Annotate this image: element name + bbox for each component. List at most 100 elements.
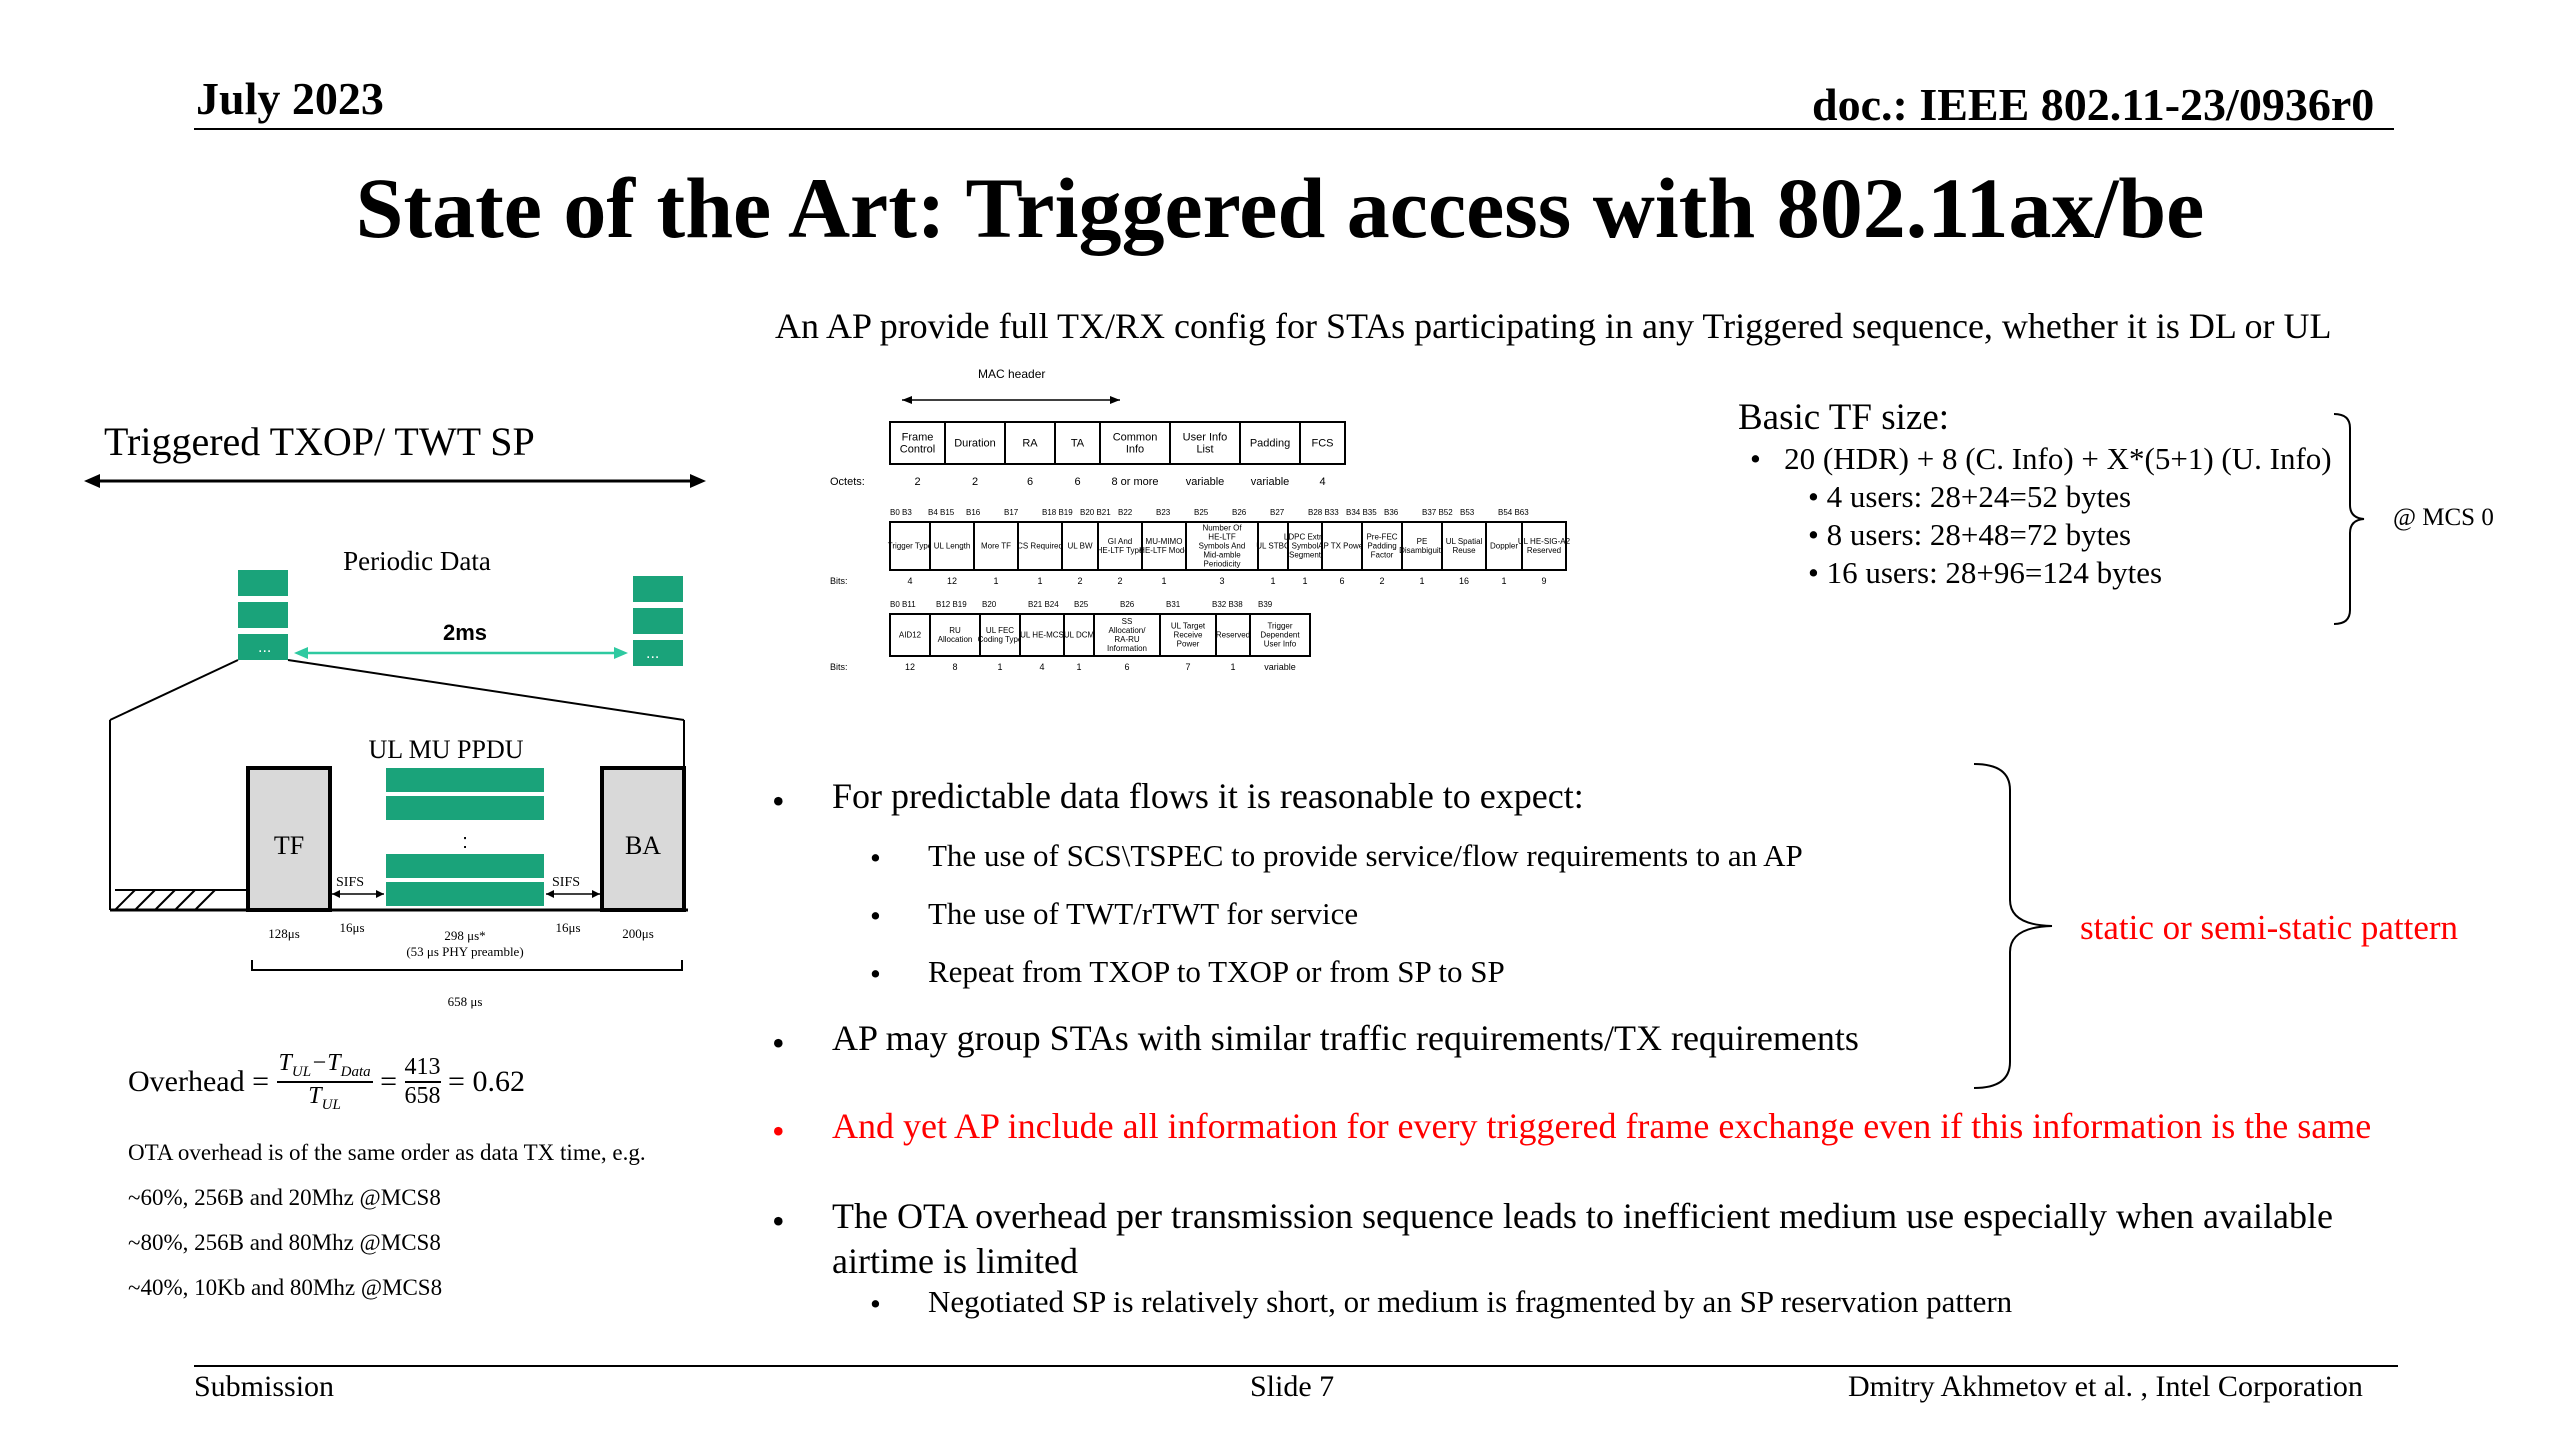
basic-tf-item: • 8 users: 28+48=72 bytes [1808,517,2132,552]
periodic-block [633,576,683,602]
bits-value: 1 [997,662,1002,672]
bit-index: B23 [1156,508,1171,517]
field-label: HE-LTF [1208,533,1236,542]
bit-index: B34 B35 [1346,508,1377,517]
field-label: Periodicity [1204,560,1241,569]
bits-value: 2 [1077,576,1082,586]
interval-label: 2ms [443,620,487,645]
ppdu-block [386,768,544,792]
field-label: Doppler [1490,542,1518,551]
static-pattern-label: static or semi-static pattern [2080,908,2459,947]
bit-index: B28 B33 [1308,508,1339,517]
field-label: SS [1122,617,1133,626]
mac-header-arrow-left [902,396,912,404]
basic-tf-list: • 20 (HDR) + 8 (C. Info) + X*(5+1) (U. I… [1750,440,2332,592]
timing-tf: 128μs [268,926,300,941]
busy-medium-hatch [114,889,248,911]
bits-value: 1 [1076,662,1081,672]
octets-value: variable [1186,476,1225,488]
periodic-block [633,608,683,634]
field-label: Factor [1371,551,1394,560]
bits-value: 3 [1219,576,1224,586]
field-label: LDPC Extra [1284,533,1327,542]
user-info-field-cell [1063,613,1095,657]
basic-tf-title: Basic TF size: [1738,397,1950,438]
field-label: HE-LTF Type [1097,546,1144,555]
field-label: Padding [1367,542,1396,551]
common-info-field-cell [1185,521,1259,571]
bit-index: B0 B3 [890,508,912,517]
interval-arrow-head [614,647,628,659]
field-label: Trigger Type [888,542,933,551]
periodic-data-label: Periodic Data [343,546,491,576]
bit-index: B12 B19 [936,600,967,609]
static-pattern-brace [1973,763,2053,1089]
field-label: Padding [1250,438,1290,450]
sub-bullet-dot: • [870,898,881,933]
field-label: UL Target [1171,622,1206,631]
slide-title: State of the Art: Triggered access with … [355,160,2205,256]
bits-value: 6 [1339,576,1344,586]
overhead-fraction: TUL−TData TUL [276,1050,373,1113]
intro-text: An AP provide full TX/RX config for STAs… [775,306,2332,346]
common-info-field-cell [1287,521,1323,571]
field-label: More TF [981,542,1011,551]
bits-value: 9 [1541,576,1546,586]
field-label: Trigger [1267,622,1292,631]
field-label: AP TX Power [1318,542,1366,551]
field-label: HE-LTF Mode [1139,546,1189,555]
user-info-field-cell [929,613,981,657]
field-label: Reuse [1452,546,1476,555]
field-label: User Info [1264,640,1297,649]
common-info-field-cell [1485,521,1523,571]
user-info-field-cell [1249,613,1311,657]
bullet-dot: • [772,1201,785,1241]
field-label: Segment [1289,551,1322,560]
field-label: Info [1126,444,1144,456]
common-info-field-cell [1321,521,1363,571]
bit-index: B54 B63 [1498,508,1529,517]
bits-value: 2 [1379,576,1384,586]
field-label: UL HE-MCS [1020,631,1064,640]
field-label: UL Length [934,542,971,551]
bit-index: B27 [1270,508,1285,517]
field-label: Reserved [1216,631,1250,640]
triggered-sequence-diagram: Periodic Data ... ... 2ms TF BA UL MU PP… [109,546,688,1009]
field-label: UL FEC [986,626,1014,635]
mac-header-label: MAC header [978,367,1045,381]
mac-field-cell [1004,421,1056,465]
ota-note: ~60%, 256B and 20Mhz @MCS8 [128,1185,441,1210]
sifs-label: SIFS [336,875,364,890]
field-label: AID12 [899,631,922,640]
total-span-bracket [251,960,683,971]
field-label: Number Of [1202,524,1242,533]
bits-value: 1 [1419,576,1424,586]
sub-bullet-scs: The use of SCS\TSPEC to provide service/… [928,838,1803,873]
header-date: July 2023 [196,73,384,124]
bits-value: 7 [1185,662,1190,672]
field-label: Pre-FEC [1366,533,1397,542]
bit-index: B18 B19 [1042,508,1073,517]
tf-label: TF [274,831,304,860]
octets-value: 6 [1074,476,1080,488]
common-info-field-cell [1401,521,1443,571]
ppdu-block [386,796,544,820]
sub-bullet-twt: The use of TWT/rTWT for service [928,896,1359,931]
basic-tf-item: • 4 users: 28+24=52 bytes [1808,479,2132,514]
mac-field-cell [1299,421,1346,465]
common-info-field-cell [1361,521,1403,571]
bits-value: 1 [1230,662,1235,672]
overhead-label: Overhead = [128,1064,270,1098]
bits-value: 4 [907,576,912,586]
bullet-group-stas: AP may group STAs with similar traffic r… [832,1018,1859,1058]
footer-submission: Submission [194,1370,335,1403]
ota-note: OTA overhead is of the same order as dat… [128,1140,646,1165]
octets-value: 2 [972,476,978,488]
bit-index: B0 B11 [890,600,916,609]
ota-note: ~40%, 10Kb and 80Mhz @MCS8 [128,1275,443,1300]
timing-sifs: 16μs [555,920,580,935]
user-info-field-cell [1093,613,1161,657]
